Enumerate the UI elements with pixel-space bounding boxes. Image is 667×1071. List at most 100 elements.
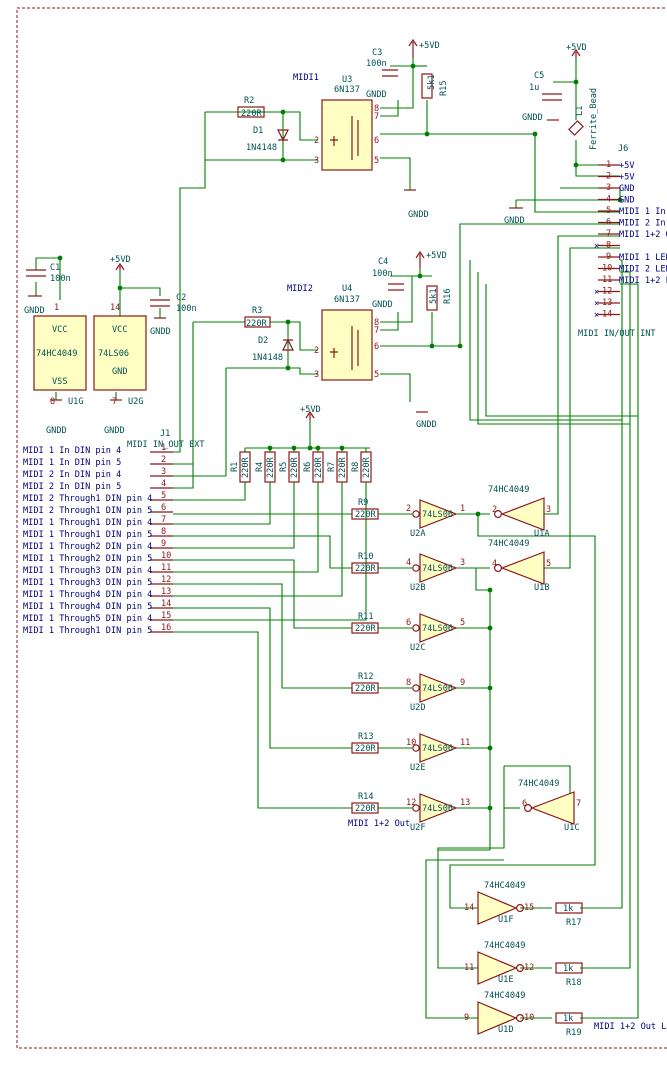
j1-pin-number: 8 [161, 527, 166, 537]
opto-u3: U3 6N137 2 3 8 7 6 5 [314, 75, 379, 171]
j1-pin-label: MIDI 1 Through4 DIN pin 4 [23, 590, 152, 600]
j6-no-connect: × [594, 242, 599, 252]
svg-text:J6: J6 [618, 144, 628, 154]
svg-text:220R: 220R [246, 319, 268, 329]
j6-pin-label: MIDI 1 In [619, 207, 666, 217]
svg-text:7: 7 [374, 112, 379, 122]
series-ref: R9 [358, 498, 368, 508]
gate-pin-out: 13 [460, 798, 470, 808]
j6-pin-label: MIDI 1+2 L [619, 276, 667, 286]
j6-pin-label: MIDI 1 LED [619, 253, 667, 263]
j1-pin-label: MIDI 1 Through2 DIN pin 5 [23, 554, 152, 564]
inverter-value: 74HC4049 [488, 485, 529, 495]
gate-ref: U2B [410, 583, 426, 593]
gate-value: 74LS06 [422, 744, 453, 754]
led-ref: R18 [566, 978, 582, 988]
j6-pin-12: 12× [594, 287, 620, 298]
series-value: 220R [355, 510, 377, 520]
led-ref: R17 [566, 918, 582, 928]
wires [35, 58, 639, 1019]
gate-pin-in: 4 [406, 558, 411, 568]
svg-text:C1: C1 [50, 263, 60, 273]
gate-value: 74LS06 [422, 804, 453, 814]
svg-text:+5VD: +5VD [419, 41, 440, 51]
svg-text:+5VD: +5VD [566, 43, 587, 53]
svg-text:GNDD: GNDD [522, 113, 543, 123]
svg-text:D1: D1 [253, 126, 263, 136]
j1-pin-number: 10 [161, 551, 171, 561]
svg-text:C3: C3 [372, 48, 382, 58]
svg-text:MIDI IN_OUT EXT: MIDI IN_OUT EXT [127, 440, 205, 450]
svg-text:D2: D2 [258, 336, 268, 346]
svg-text:1N4148: 1N4148 [252, 353, 283, 363]
j6-pin-number: 14 [602, 310, 612, 320]
inverter-ref: U1D [498, 1025, 514, 1035]
svg-text:U4: U4 [342, 284, 352, 294]
svg-text:GNDD: GNDD [24, 306, 45, 316]
svg-text:GND: GND [112, 367, 128, 377]
series-ref: R11 [358, 612, 374, 622]
svg-text:J1: J1 [160, 429, 170, 439]
gate-ref: U2F [410, 823, 426, 833]
j6-pin-number: 1 [606, 160, 611, 170]
j1-pin-label: MIDI 2 Through1 DIN pin 5 [23, 506, 152, 516]
svg-text:GNDD: GNDD [416, 420, 437, 430]
pullup-ref: R6 [303, 462, 313, 472]
series-ref: R12 [358, 672, 374, 682]
svg-text:U1G: U1G [68, 397, 84, 407]
j1-pin-number: 14 [161, 599, 171, 609]
gnd-c4: GNDD [372, 300, 393, 310]
inverter-ref: U1A [534, 529, 550, 539]
j6-pin-label: MIDI 1+2 O [619, 230, 667, 240]
svg-text:GNDD: GNDD [372, 300, 393, 310]
inductor-l1: L1 Ferrite_Bead [568, 88, 599, 150]
inverter-pin-in: 7 [576, 799, 581, 809]
svg-text:+5VD: +5VD [110, 255, 131, 265]
j6-pin-label: +5V [619, 161, 635, 171]
svg-text:2: 2 [314, 136, 319, 146]
gnd-j6: GNDD [504, 207, 525, 226]
gate-value: 74LS06 [422, 564, 453, 574]
inverter-pin-in: 9 [464, 1013, 469, 1023]
inverter-pin-in: 3 [546, 505, 551, 515]
j6-pin-number: 13 [602, 298, 612, 308]
inverter-pin-in: 5 [546, 559, 551, 569]
junctions [57, 63, 623, 811]
gnd-c5: GNDD [522, 113, 559, 123]
series-value: 220R [355, 564, 377, 574]
vcc-u3: +5VD [408, 38, 440, 58]
cap-c4: C4 100n [372, 257, 404, 291]
j1-pin-label: MIDI 1 Through3 DIN pin 4 [23, 566, 152, 576]
pullup-ref: R7 [327, 462, 337, 472]
gate-ref: U2D [410, 703, 426, 713]
j1-pin-label: MIDI 2 In DIN pin 4 [23, 470, 121, 480]
series-value: 220R [355, 684, 377, 694]
svg-text:C2: C2 [176, 293, 186, 303]
j6-pin-8: 8× [594, 241, 620, 252]
net-midi-out-led: MIDI 1+2 Out LE [594, 1022, 667, 1032]
j1-pin-number: 13 [161, 587, 171, 597]
svg-text:100n: 100n [372, 269, 393, 279]
pullup-value: 220R [266, 456, 276, 478]
svg-text:220R: 220R [241, 109, 263, 119]
svg-text:5k1: 5k1 [429, 288, 439, 304]
j1-pin-number: 1 [161, 443, 166, 453]
j1-pin-label: MIDI 1 Through2 DIN pin 4 [23, 542, 152, 552]
gate-ref: U2E [410, 763, 426, 773]
j1-pin-label: MIDI 1 In DIN pin 4 [23, 446, 121, 456]
gate-ref: U2C [410, 643, 426, 653]
vcc-pullup: +5VD [300, 405, 321, 420]
gate-pin-out: 3 [460, 558, 465, 568]
svg-text:6N137: 6N137 [334, 295, 360, 305]
